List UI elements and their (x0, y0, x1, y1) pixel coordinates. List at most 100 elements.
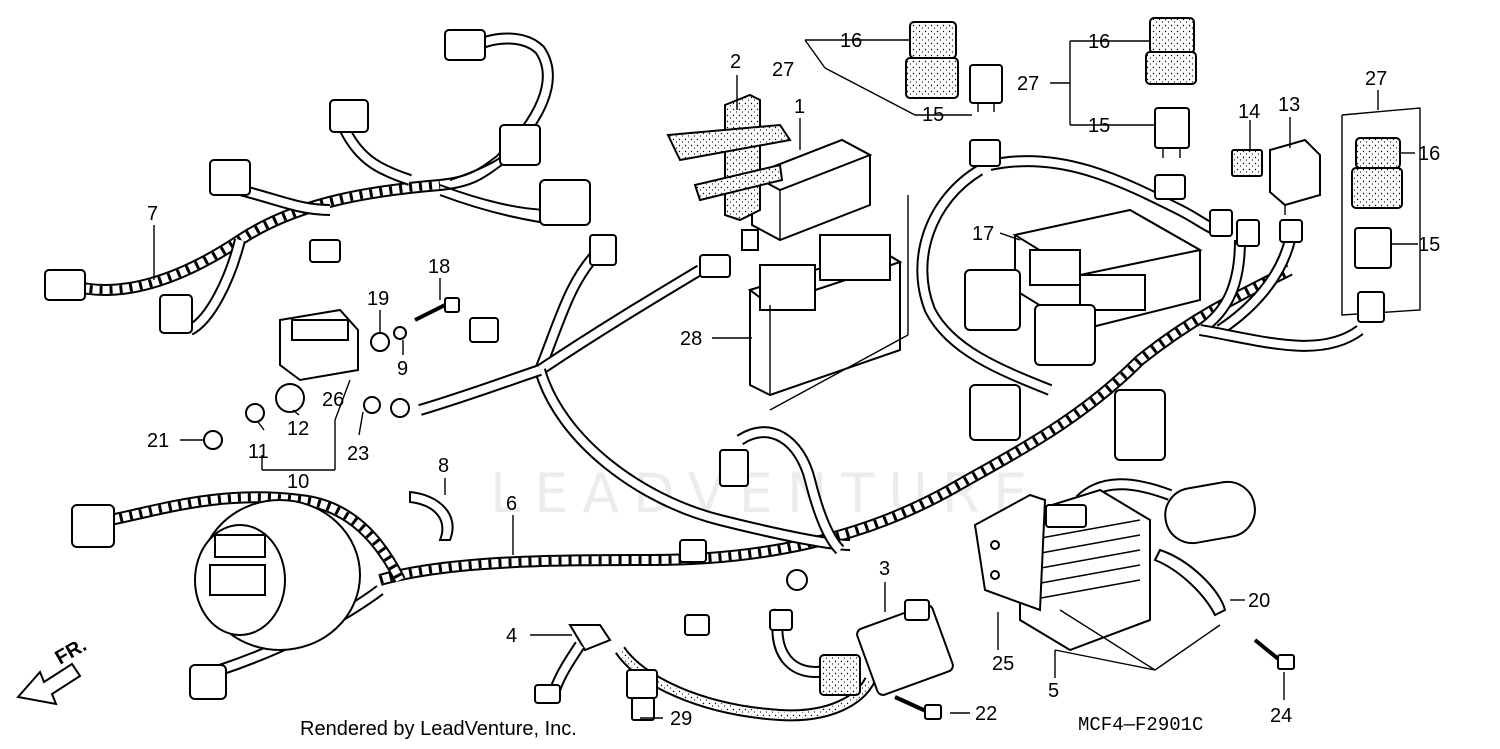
connector (684, 614, 710, 636)
render-credit: Rendered by LeadVenture, Inc. (300, 718, 577, 740)
connector-housing (279, 308, 359, 382)
callout-2: 2 (730, 51, 741, 73)
callout-18: 18 (428, 256, 450, 278)
callout-17: 17 (972, 223, 994, 245)
connector (71, 504, 115, 548)
relay-cover (1145, 17, 1197, 85)
collar-11 (245, 403, 265, 423)
callout-12: 12 (287, 418, 309, 440)
grommet-12 (275, 383, 305, 413)
callout-1: 1 (794, 96, 805, 118)
connector (444, 29, 486, 61)
spark-plug-cap (534, 624, 612, 704)
connector (1034, 304, 1096, 366)
turn-signal-relay (1269, 138, 1321, 215)
condenser (1164, 480, 1256, 545)
connector (209, 159, 251, 196)
callout-20: 20 (1248, 590, 1270, 612)
washer-19 (370, 332, 390, 352)
main-wire-harness (68, 32, 1364, 722)
callout-8: 8 (438, 455, 449, 477)
connector (329, 99, 369, 133)
callout-22: 22 (975, 703, 997, 725)
callout-10: 10 (287, 471, 309, 493)
connector (539, 179, 591, 226)
bolt-18 (414, 297, 460, 322)
harness-clamp (409, 490, 454, 541)
callout-15b: 15 (1088, 115, 1110, 137)
connector (189, 664, 227, 700)
connector (969, 384, 1021, 441)
meter-cylinder (194, 499, 361, 651)
relay (1354, 227, 1392, 269)
connector (159, 294, 193, 334)
callout-15a: 15 (922, 104, 944, 126)
grommet-21 (203, 430, 223, 450)
relay-cover (905, 21, 959, 99)
connector (769, 609, 793, 631)
connector (964, 269, 1021, 331)
callout-26: 26 (322, 389, 344, 411)
callout-25: 25 (992, 653, 1014, 675)
front-arrow-icon: FR. (16, 634, 91, 706)
callout-21: 21 (147, 430, 169, 452)
figure-code: MCF4—F2901C (1078, 714, 1203, 736)
callout-28: 28 (680, 328, 702, 350)
callout-5: 5 (1048, 680, 1059, 702)
callout-15c: 15 (1418, 234, 1440, 256)
mounting-bracket (666, 93, 792, 222)
fuse-box-unit (747, 234, 903, 397)
connector (1357, 291, 1385, 323)
connector (499, 124, 541, 166)
callout-24: 24 (1270, 705, 1292, 727)
connector (1236, 219, 1260, 247)
relay-cover (1351, 137, 1403, 209)
callout-13: 13 (1278, 94, 1300, 116)
callout-29: 29 (670, 708, 692, 730)
nut-9 (393, 326, 407, 340)
callout-3: 3 (879, 558, 890, 580)
connector-29 (626, 669, 658, 721)
connector (699, 254, 731, 278)
relay (969, 64, 1003, 112)
ground-terminal (390, 398, 410, 418)
callout-19: 19 (367, 288, 389, 310)
callout-4: 4 (506, 625, 517, 647)
regulator-bracket (973, 493, 1047, 612)
leader-lines (153, 39, 1418, 719)
group-border (1341, 107, 1421, 316)
condenser-stay (1153, 548, 1227, 617)
callout-23: 23 (347, 443, 369, 465)
bolt-23 (363, 396, 381, 414)
callout-14: 14 (1238, 101, 1260, 123)
connector (679, 539, 707, 563)
callout-11: 11 (248, 441, 269, 463)
callout-27a: 27 (772, 59, 794, 81)
connector (589, 234, 617, 266)
callout-16b: 16 (1088, 31, 1110, 53)
ignition-coil (819, 599, 954, 696)
connector (44, 269, 86, 301)
callout-27c: 27 (1365, 68, 1387, 90)
callout-16a: 16 (840, 30, 862, 52)
connector (969, 139, 1001, 167)
callout-27b: 27 (1017, 73, 1039, 95)
callout-7: 7 (147, 203, 158, 225)
relay (1154, 107, 1190, 158)
connector (719, 449, 749, 487)
connector (469, 317, 499, 343)
callout-9: 9 (397, 358, 408, 380)
bolt-24 (1253, 638, 1295, 670)
connector (1209, 209, 1233, 237)
bolt-22 (894, 695, 942, 720)
control-unit (741, 138, 873, 251)
group-border (769, 334, 909, 411)
connector (309, 239, 341, 263)
connector (1114, 389, 1166, 461)
front-direction-label: FR. (52, 634, 91, 669)
connector (1154, 174, 1186, 200)
connector (1279, 219, 1303, 243)
small-connector (1231, 149, 1263, 177)
regulator-rectifier (1019, 488, 1151, 652)
